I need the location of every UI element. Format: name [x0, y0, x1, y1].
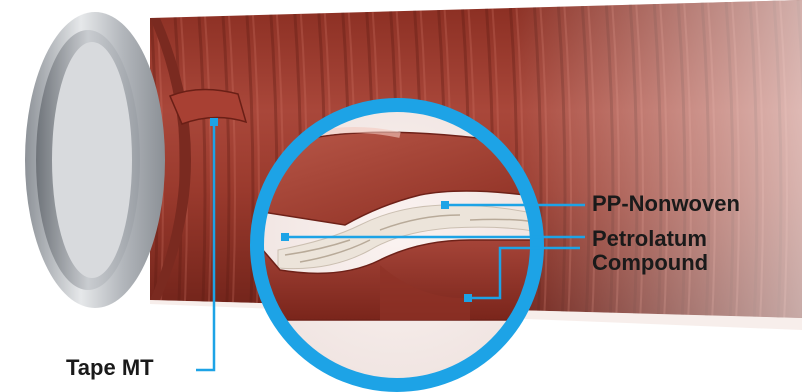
label-tape-mt: Tape MT — [66, 356, 154, 380]
label-petrolatum-compound: Petrolatum Compound — [592, 227, 708, 275]
label-petrolatum-line1: Petrolatum — [592, 227, 708, 251]
label-petrolatum-line2: Compound — [592, 251, 708, 275]
label-pp-nonwoven: PP-Nonwoven — [592, 192, 740, 216]
